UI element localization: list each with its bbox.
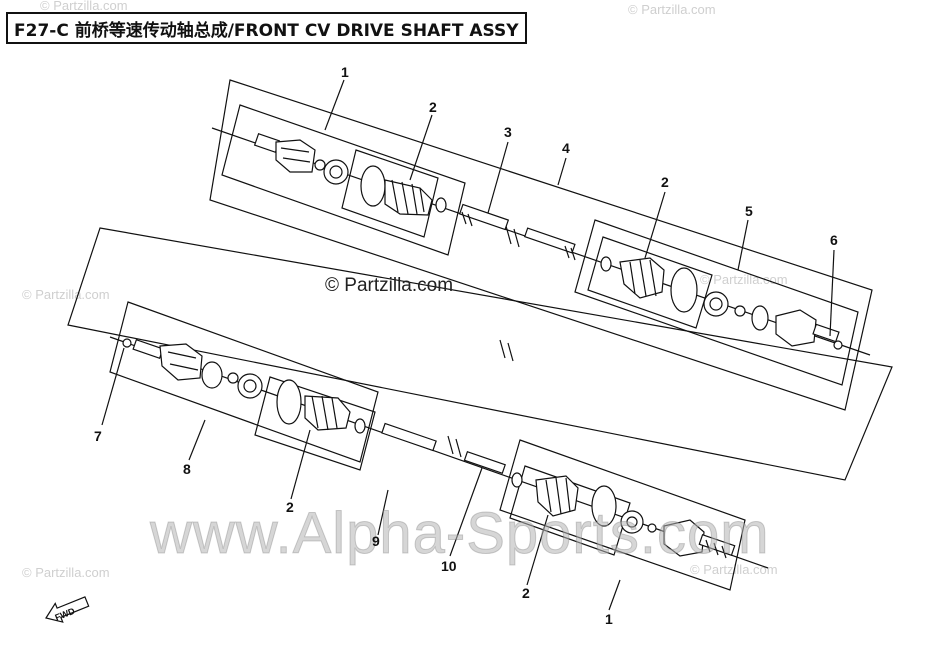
subassembly-5-outline <box>574 219 859 386</box>
lower-end-clip <box>122 338 132 348</box>
lower-clamp-left <box>276 379 302 425</box>
lower-hub-nut <box>620 510 644 534</box>
boot-kit-2-lower-right-box <box>509 465 631 556</box>
leader-lines <box>101 79 835 611</box>
upper-boot-left <box>384 179 433 216</box>
callout-1-upper: 1 <box>341 64 349 80</box>
watermark-top-right: © Partzilla.com <box>628 2 716 17</box>
assembly-9-outline <box>67 227 893 481</box>
callout-5: 5 <box>745 203 753 219</box>
subassembly-1-outline <box>221 104 466 256</box>
diagram-title: F27-C 前桥等速传动轴总成/FRONT CV DRIVE SHAFT ASS… <box>6 12 527 44</box>
fwd-arrow-icon <box>45 596 90 623</box>
callout-10: 10 <box>441 558 457 574</box>
upper-clamp-right <box>670 267 698 313</box>
watermark-mid-left: © Partzilla.com <box>22 287 110 302</box>
upper-end-clip <box>833 340 843 350</box>
lower-shaft <box>381 422 506 475</box>
subassembly-10-outline <box>499 439 746 591</box>
callout-2-upper-right: 2 <box>661 174 669 190</box>
lower-clamp-right <box>591 485 617 527</box>
upper-right-clip <box>734 305 746 317</box>
subassembly-8-outline <box>109 301 379 463</box>
upper-hub-nut <box>703 291 729 317</box>
callout-2-lower-left: 2 <box>286 499 294 515</box>
upper-clip <box>314 159 326 171</box>
upper-tripod-left <box>323 159 349 185</box>
callout-9: 9 <box>372 533 380 549</box>
lower-outer-joint <box>663 519 736 559</box>
callout-8: 8 <box>183 461 191 477</box>
partzilla-watermark: © Partzilla.com <box>325 275 454 296</box>
lower-clip <box>227 372 239 384</box>
watermark-bottom-left: © Partzilla.com <box>22 565 110 580</box>
lower-inner-joint <box>132 338 203 381</box>
upper-small-clamp-left <box>435 197 447 213</box>
lower-small-clamp-left <box>354 418 366 434</box>
upper-shaft <box>458 203 576 261</box>
watermark-mid-right: © Partzilla.com <box>700 272 788 287</box>
upper-clamp-left <box>360 165 386 207</box>
callout-2-lower-right: 2 <box>522 585 530 601</box>
lower-small-clamp-right <box>511 472 523 488</box>
callout-3: 3 <box>504 124 512 140</box>
lower-tripod <box>237 373 263 399</box>
callout-7: 7 <box>94 428 102 444</box>
callout-1-lower: 1 <box>605 611 613 627</box>
lower-boot-left <box>304 395 351 431</box>
lower-ring <box>201 361 223 389</box>
upper-inner-joint <box>253 132 316 173</box>
upper-boot-right <box>619 257 665 299</box>
upper-outer-joint <box>775 309 840 347</box>
callout-6: 6 <box>830 232 838 248</box>
boot-kit-2-upper-left-box <box>341 149 439 238</box>
lower-right-clip <box>647 523 657 533</box>
boot-kit-2-upper-right-box <box>587 236 713 329</box>
lower-boot-right <box>535 475 579 517</box>
callout-2-upper-left: 2 <box>429 99 437 115</box>
alpha-sports-watermark: www.Alpha-Sports.com <box>150 501 770 567</box>
upper-right-ring <box>751 305 769 331</box>
watermark-top-left: © Partzilla.com <box>40 0 128 13</box>
callout-4: 4 <box>562 140 570 156</box>
assembly-4-outline <box>209 79 873 411</box>
upper-small-clamp-right <box>600 256 612 272</box>
